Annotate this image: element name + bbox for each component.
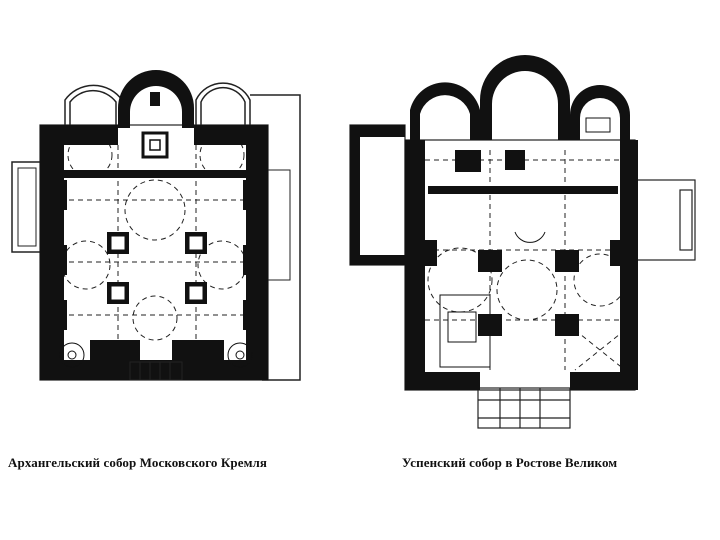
caption-assumption-cathedral: Успенский собор в Ростове Великом xyxy=(402,455,618,470)
caption-archangel-cathedral: Архангельский собор Московского Кремля xyxy=(8,455,268,470)
